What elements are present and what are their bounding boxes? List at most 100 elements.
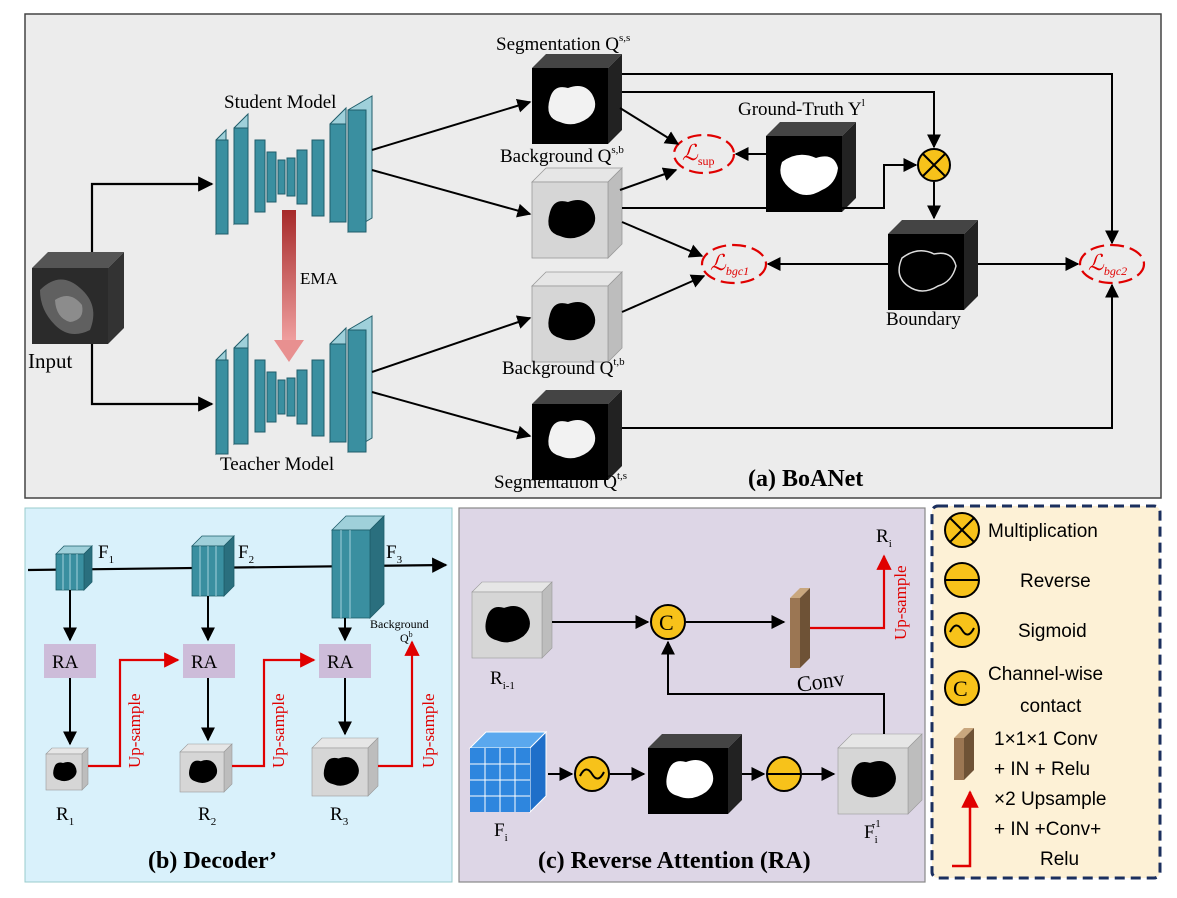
ri-label: Ri [876, 526, 892, 550]
legend-reverse-icon [944, 562, 980, 598]
legend-up-line3: Relu [1040, 849, 1079, 870]
ema-label: EMA [300, 269, 339, 288]
reverse-op [766, 756, 802, 792]
arrow-fi-inv-to-concat [661, 640, 885, 734]
loss-bgc1-ellipse [700, 243, 768, 285]
arrow-seg-ts-to-bgc2 [622, 283, 1119, 429]
legend-conv-icon [954, 728, 974, 780]
background-qtb-label: Background Qt,b [502, 356, 625, 379]
legend-up-line1: ×2 Upsample [994, 789, 1106, 810]
teacher-model-label: Teacher Model [220, 454, 334, 475]
concat-op [650, 604, 686, 640]
arrow-teacher-to-seg-ts [371, 391, 532, 440]
panel-a-title: (a) BoANet [748, 466, 863, 492]
background-qb-line1: Background [370, 617, 429, 631]
upsample-label-3: Up-sample [419, 693, 438, 768]
legend-concat-line1: Channel-wise [988, 664, 1103, 685]
ground-truth-cube [766, 122, 856, 212]
upsample-label-1: Up-sample [125, 693, 144, 768]
legend-conv-line1: 1×1×1 Conv [994, 729, 1098, 750]
segmentation-qss-cube [532, 54, 622, 144]
arrow-teacher-to-bg-tb [371, 315, 532, 373]
legend-multiplication-label: Multiplication [988, 521, 1098, 542]
boundary-label: Boundary [886, 309, 961, 330]
r1-cube [45, 747, 89, 791]
upsample-arrow-r1-ra2 [88, 652, 180, 768]
f1-label: F1 [98, 542, 114, 566]
legend-sigmoid-label: Sigmoid [1018, 621, 1087, 642]
panel-b-title: (b) Decoder’ [148, 848, 277, 874]
ground-truth-label: Ground-Truth Yl [738, 97, 865, 120]
conv-block [790, 588, 810, 668]
multiplication-op [917, 148, 951, 182]
background-qtb-cube [531, 271, 623, 363]
legend-box [930, 504, 1162, 880]
loss-bgc2-label: ℒbgc2 [1088, 250, 1127, 278]
r3-cube [311, 737, 379, 797]
arrow-seg-ss-to-bgc2 [622, 73, 1119, 245]
segmentation-qss-label: Segmentation Qs,s [496, 32, 630, 55]
r2-label: R2 [198, 804, 216, 828]
arrow-seg-ss-to-multiply [622, 91, 941, 149]
student-model-network [215, 95, 373, 236]
loss-sup-label: ℒsup [682, 140, 715, 168]
concat-symbol: C [659, 610, 674, 635]
legend-concat-line2: contact [1020, 696, 1082, 717]
legend-upsample-arrow-icon [952, 790, 979, 868]
fi-inverse-label: Fi-1 [864, 818, 881, 846]
arrow-student-to-bg-sb [371, 169, 532, 218]
arrow-student-to-seg-ss [371, 98, 532, 151]
f2-block [191, 535, 235, 597]
segmentation-qts-label: Segmentation Qt,s [494, 470, 627, 493]
fi-inverse-cube [837, 733, 923, 815]
background-qsb-label: Background Qs,b [500, 144, 624, 167]
student-model-label: Student Model [224, 92, 336, 113]
fi-label: Fi [494, 820, 508, 844]
ri-1-cube [471, 581, 553, 659]
r1-label: R1 [56, 804, 74, 828]
legend-concat-symbol: C [953, 676, 968, 701]
arrow-bg-sb-to-bgc1 [621, 221, 704, 258]
legend-reverse-label: Reverse [1020, 571, 1091, 592]
r3-label: R3 [330, 804, 349, 828]
legend-multiplication-icon [944, 512, 980, 548]
arrow-input-to-teacher [90, 344, 214, 412]
f1-block [55, 545, 93, 591]
arrow-bg-sb-to-multiply [622, 158, 918, 209]
upsample-label-2: Up-sample [269, 693, 288, 768]
upsample-label-c: Up-sample [891, 565, 910, 640]
loss-bgc2-ellipse [1078, 243, 1146, 285]
f3-label: F3 [386, 542, 403, 566]
r2-cube [179, 743, 233, 793]
input-label: Input [28, 349, 72, 373]
panel-c-title: (c) Reverse Attention (RA) [538, 848, 811, 874]
segmentation-qts-cube [532, 390, 622, 480]
fi-feature-cube [468, 730, 548, 814]
arrow-seg-ss-to-lsup [619, 107, 680, 145]
sigmoid-op [574, 756, 610, 792]
ra-box-2 [183, 644, 235, 678]
f3-block [331, 515, 385, 619]
boundary-cube [888, 220, 978, 310]
loss-bgc1-label: ℒbgc1 [710, 250, 749, 278]
attention-map-cube [648, 734, 742, 814]
teacher-model-network [215, 315, 373, 456]
ra-box-1-label: RA [52, 652, 79, 673]
legend-conv-line2: + IN + Relu [994, 759, 1090, 780]
ra-box-3 [319, 644, 371, 678]
upsample-arrow-r3-bg [378, 640, 420, 768]
arrow-input-to-student [90, 176, 214, 252]
arrow-bg-sb-to-lsup [619, 167, 678, 191]
ra-box-3-label: RA [327, 652, 354, 673]
input-volume [32, 252, 124, 344]
background-qb-line2: Qb [400, 630, 413, 645]
ra-box-2-label: RA [191, 652, 218, 673]
legend-sigmoid-icon [944, 612, 980, 648]
loss-sup-ellipse [672, 133, 736, 175]
upsample-arrow-r2-ra3 [232, 652, 316, 768]
legend-concat-icon [944, 670, 980, 706]
background-qsb-cube [531, 167, 623, 259]
upsample-arrow-conv-ri [810, 554, 892, 630]
f2-label: F2 [238, 542, 254, 566]
